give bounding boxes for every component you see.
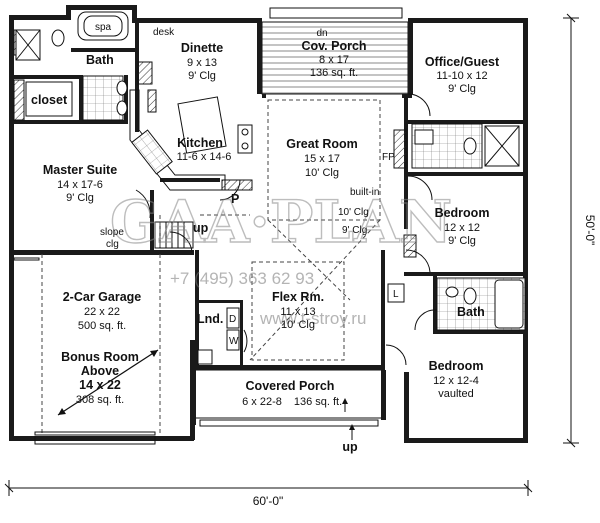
ceiling-9-label: 9' Clg <box>342 225 367 236</box>
covered-porch-steps <box>199 419 379 427</box>
master-sink-2 <box>116 100 128 116</box>
flex-size: 11 x 13 <box>280 306 315 318</box>
covered-porch-name: Covered Porch <box>246 379 335 393</box>
linen-closet <box>387 283 405 303</box>
flex-name: Flex Rm. <box>272 290 324 304</box>
fireplace-label: FP <box>382 152 395 163</box>
closet-wall-hatch <box>13 79 25 121</box>
garage-name: 2-Car Garage <box>63 290 142 304</box>
dinette-wall-hatch <box>137 61 153 85</box>
desk-label: desk <box>153 27 175 38</box>
cov-porch-area: 136 sq. ft. <box>310 67 358 79</box>
garage-bonus-outline <box>41 254 161 436</box>
linen-label: L <box>393 289 399 300</box>
kitchen-island <box>177 96 227 154</box>
laundry-label: Lnd. <box>197 312 223 326</box>
master-ceiling: 9' Clg <box>66 192 94 204</box>
bonus-line2: Above <box>81 364 119 378</box>
great-room-ceiling: 10' Clg <box>305 167 339 179</box>
slope-label: slope <box>100 227 124 238</box>
covered-porch-area: 136 sq. ft. <box>294 396 342 408</box>
watermark-phone: +7 (495) 363 62 93 <box>170 269 314 288</box>
cov-porch-dn: dn <box>316 28 327 39</box>
bedroom2-name: Bedroom <box>429 359 484 373</box>
office-toilet <box>463 137 477 155</box>
depth-dimension: 50'-0" <box>583 215 597 246</box>
dinette-size: 9 x 13 <box>187 57 217 69</box>
bedroom-closet-hatch <box>403 234 417 258</box>
exterior-walls <box>9 5 528 443</box>
watermark-site: www.t-stroy.ru <box>259 309 366 328</box>
great-room-name: Great Room <box>286 137 358 151</box>
closet-label: closet <box>31 93 68 107</box>
dryer <box>226 307 240 329</box>
master-toilet <box>51 29 65 47</box>
kitchen-size: 11-6 x 14-6 <box>177 151 232 163</box>
bonus-area: 308 sq. ft. <box>76 394 124 406</box>
bonus-size: 14 x 22 <box>79 378 121 392</box>
garage-up-label: up <box>193 221 209 235</box>
covered-porch-size: 6 x 22-8 <box>242 396 282 408</box>
bedroom1-size: 12 x 12 <box>444 222 480 234</box>
washer-label: W <box>229 336 239 347</box>
bonus-diagonal-arrow <box>57 349 159 416</box>
office-name: Office/Guest <box>425 55 500 69</box>
slope-clg-label: clg <box>106 239 119 250</box>
bath2-tub <box>494 279 524 329</box>
cov-porch-floor <box>261 21 409 95</box>
cov-porch-size: 8 x 17 <box>319 54 349 66</box>
bedroom2-ceiling: vaulted <box>438 388 473 400</box>
garage-door-left <box>13 257 40 261</box>
bonus-line1: Bonus Room <box>61 350 139 364</box>
laundry-sink <box>197 349 213 365</box>
dinette-wall-hatch-2 <box>147 89 157 113</box>
bedroom1-name: Bedroom <box>435 206 490 220</box>
flex-ceiling: 10' Clg <box>281 319 315 331</box>
interior-walls <box>14 22 528 370</box>
spa-label: spa <box>95 22 112 33</box>
great-room-ceiling <box>267 99 381 221</box>
bedroom2-size: 12 x 12-4 <box>433 375 479 387</box>
dimension-lines <box>4 13 579 496</box>
office-size: 11-10 x 12 <box>436 70 487 82</box>
kitchen-name: Kitchen <box>177 136 223 150</box>
office-ceiling: 9' Clg <box>448 83 476 95</box>
cov-porch-name: Cov. Porch <box>301 39 366 53</box>
fireplace-wall-hatch <box>393 129 407 169</box>
flex-room-ceiling <box>251 261 345 361</box>
covered-porch-floor <box>194 369 384 419</box>
bath2-sink <box>445 286 459 298</box>
ceiling-10-label: 10' Clg <box>338 207 369 218</box>
width-dimension: 60'-0" <box>253 494 284 508</box>
bedroom1-ceiling: 9' Clg <box>448 235 476 247</box>
cov-porch-steps <box>269 7 403 19</box>
dinette-ceiling: 9' Clg <box>188 70 216 82</box>
master-bath-label: Bath <box>86 53 114 67</box>
master-name: Master Suite <box>43 163 117 177</box>
door-swings <box>135 93 438 366</box>
bath2-label: Bath <box>457 305 485 319</box>
master-sink-1 <box>116 80 128 96</box>
pantry-label: P <box>231 192 239 206</box>
closet-shelf <box>25 81 73 117</box>
great-room-size: 15 x 17 <box>304 153 340 165</box>
master-bath-floor <box>82 75 124 121</box>
dryer-label: D <box>229 314 236 325</box>
garage-area: 500 sq. ft. <box>78 320 126 332</box>
garage-size: 22 x 22 <box>84 306 120 318</box>
dinette-name: Dinette <box>181 41 223 55</box>
bath2-toilet <box>463 287 477 305</box>
watermark-logo: GAA·PLAN <box>110 188 452 256</box>
garage-door-bottom <box>34 431 156 436</box>
front-up-label: up <box>342 440 358 454</box>
builtin-label: built-in <box>350 187 379 198</box>
washer <box>226 329 240 351</box>
stairs <box>154 221 194 249</box>
master-size: 14 x 17-6 <box>57 179 103 191</box>
